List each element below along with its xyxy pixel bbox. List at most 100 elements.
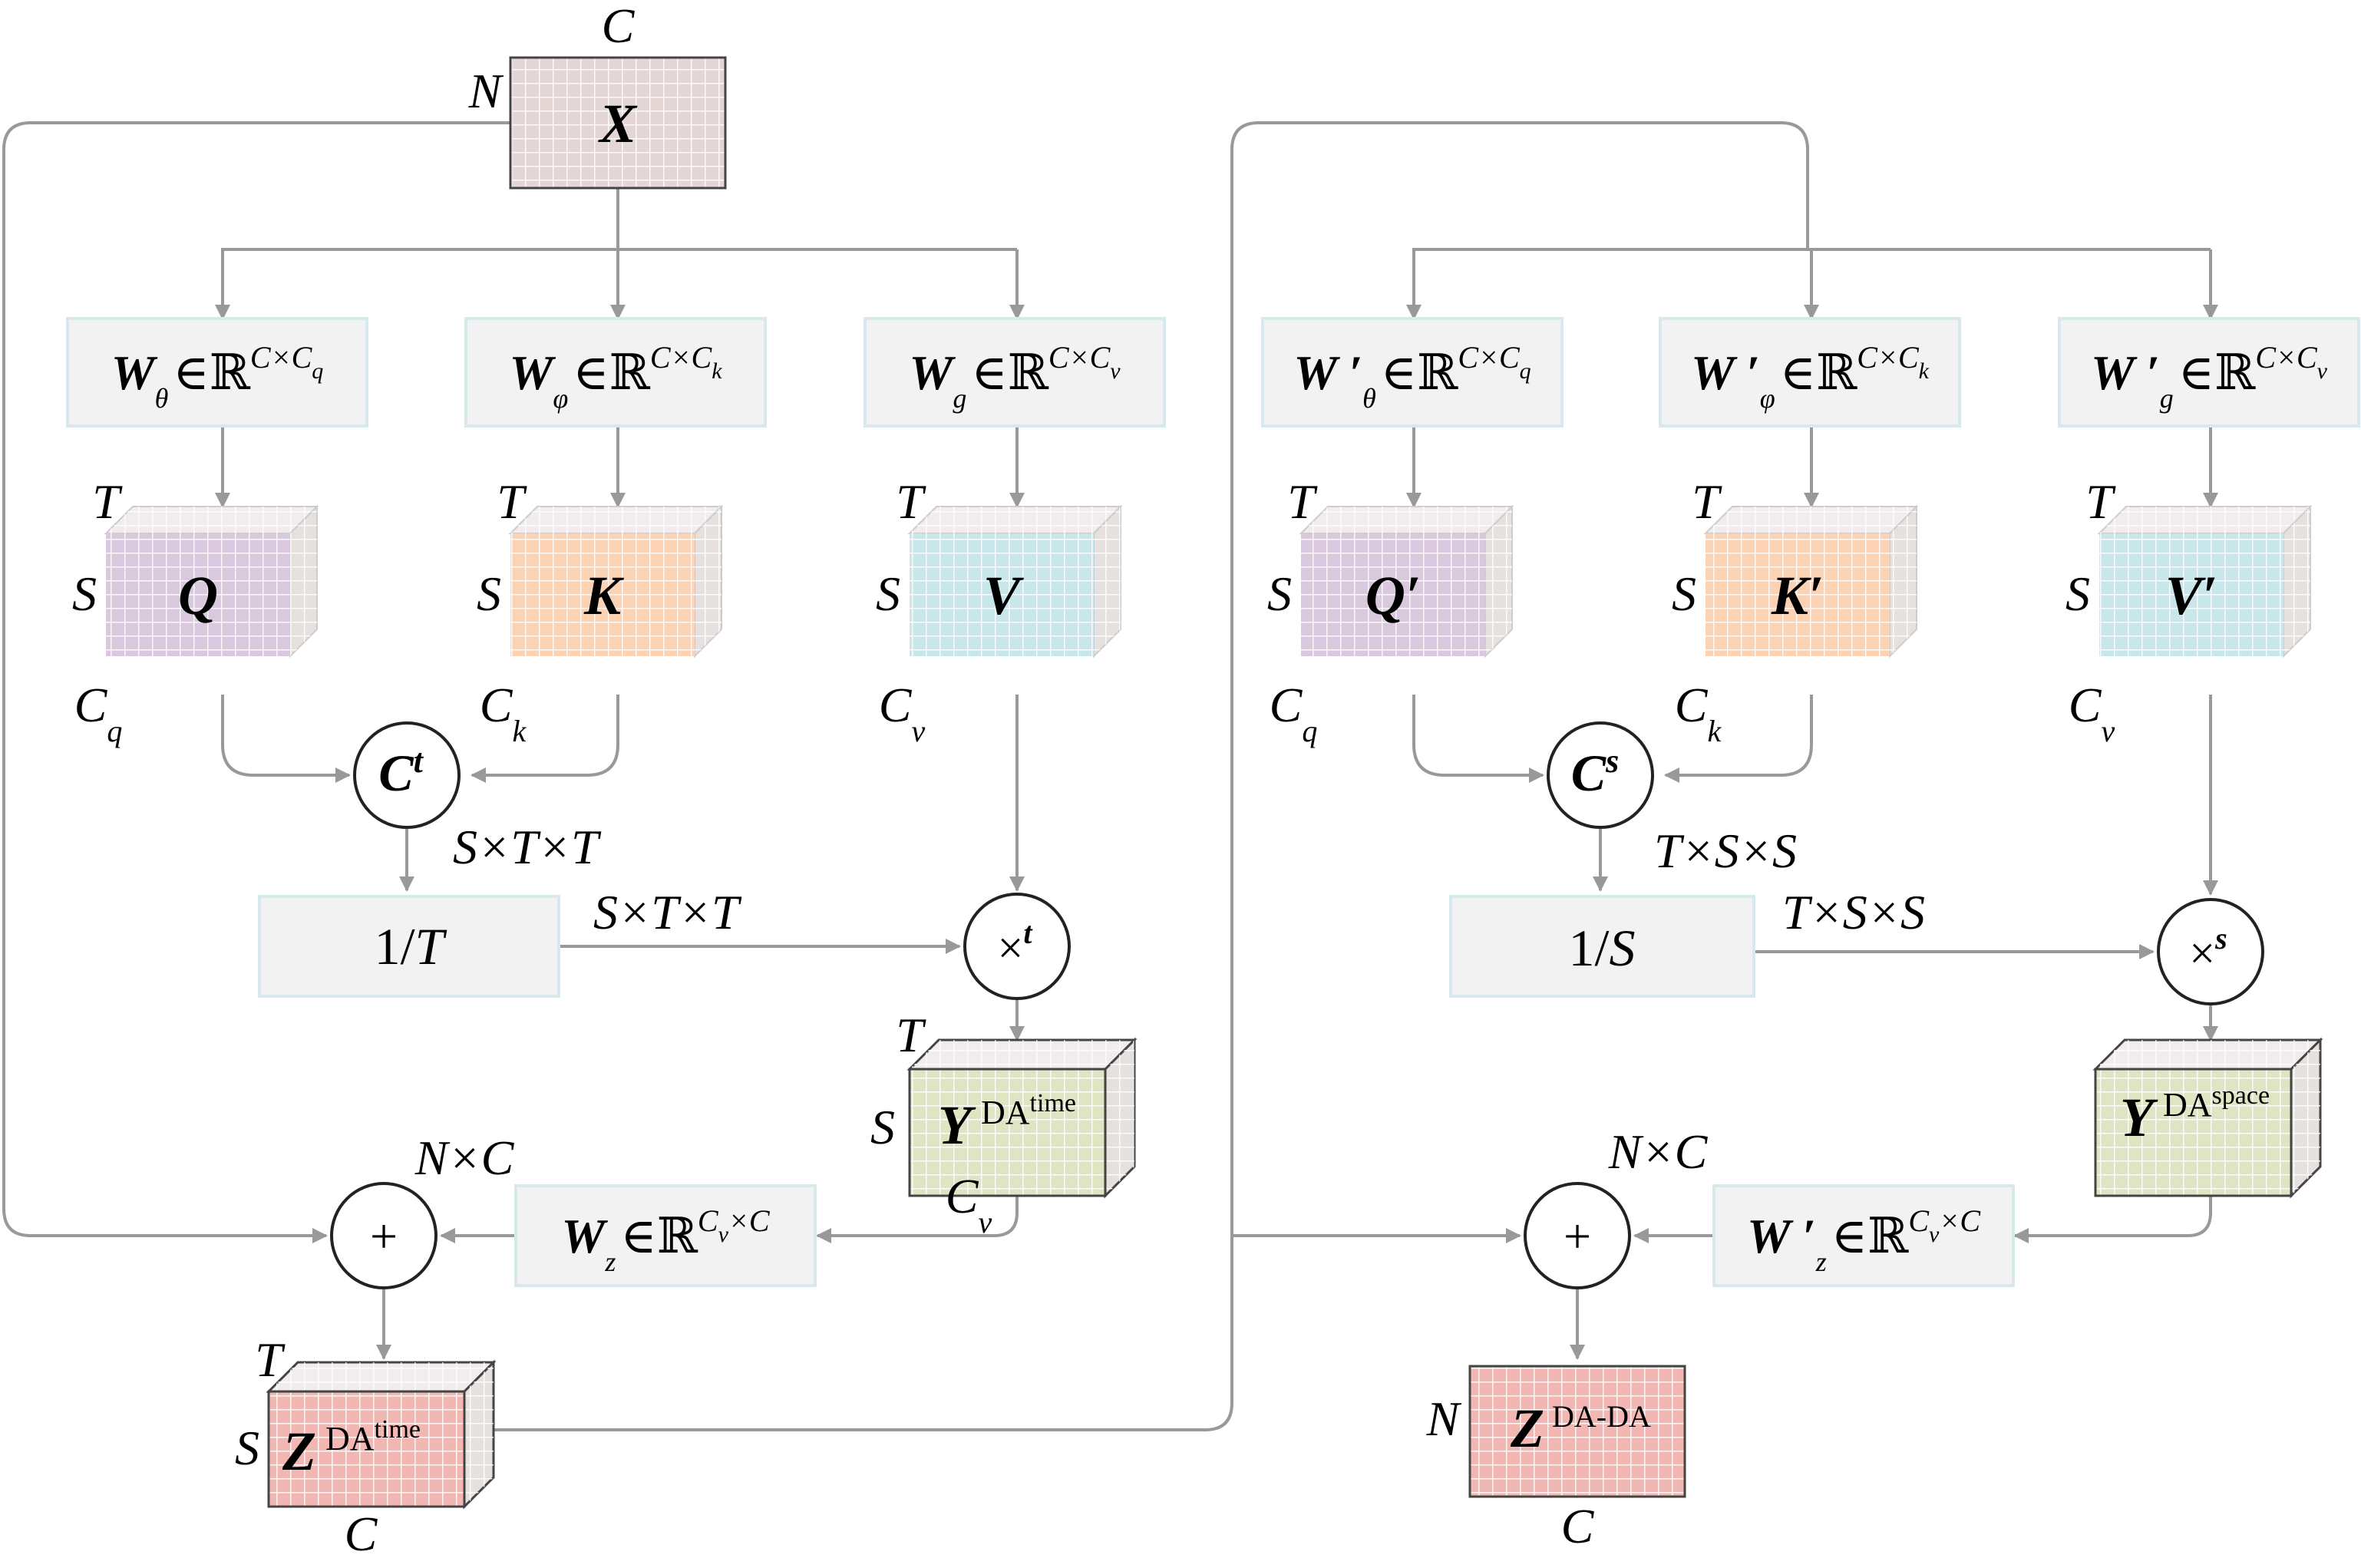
mult-s-label-part-0: × — [2189, 928, 2215, 979]
w-theta2-box-label-part-3: C×C — [1458, 340, 1521, 375]
v-dim-bottom: Cv — [879, 678, 926, 748]
w-z-box-label-part-2: ∈ℝ — [620, 1209, 698, 1263]
x-residual — [2, 121, 510, 1243]
w-z2-box-label-part-0: W ′ — [1747, 1209, 1816, 1263]
w-z-box-label-part-5: ×C — [728, 1203, 771, 1238]
y-space-cube-front-border — [2094, 1068, 2293, 1197]
w-theta2-box-label-part-1: θ — [1362, 383, 1376, 414]
z-time-dim-bottom: C — [345, 1507, 378, 1561]
input-x-matrix-border — [509, 56, 727, 190]
w-g-box-label: Wg∈ℝC×Cv — [909, 340, 1121, 414]
y-space-cube-side-grid — [2291, 1040, 2320, 1196]
norm-t-box — [258, 895, 560, 998]
q-cube-side-grid — [290, 507, 317, 656]
w-g-box-label-part-1: g — [953, 383, 966, 414]
w-z2-box — [1712, 1184, 2015, 1287]
y-time-dim-bottom: Cv — [946, 1169, 992, 1240]
w-phi2-box-label-part-1: φ — [1760, 383, 1775, 414]
k2-dim-top: T — [1692, 474, 1722, 529]
q-dim-left: S — [72, 566, 97, 621]
q2-to-corr — [1412, 695, 1544, 783]
q2-label: Q′ — [1365, 565, 1421, 626]
w-theta-box-label: Wθ∈ℝC×Cq — [111, 340, 324, 414]
z-dada-label-part-0: Z — [1510, 1398, 1544, 1459]
k-cube-top-grid — [510, 507, 722, 533]
input-dim-left: N — [468, 64, 504, 118]
w-g2-box-label-part-0: W ′ — [2091, 345, 2160, 400]
w-theta2-box-label-part-2: ∈ℝ — [1381, 345, 1458, 400]
w-g-box-label-part-0: W — [909, 345, 956, 400]
corr-t-label: Ct — [378, 742, 424, 802]
y-time-dim-bottom-part-1: v — [978, 1205, 992, 1240]
sum-t-label: + — [370, 1209, 398, 1263]
z-time-cube-top-grid — [269, 1362, 494, 1391]
norm-s-box — [1449, 895, 1755, 998]
k2-label: K′ — [1771, 565, 1824, 626]
w-theta2-box-label-part-4: q — [1520, 358, 1531, 384]
connection-lines — [2, 121, 2218, 1431]
y-time-label-part-1: DA — [981, 1094, 1030, 1131]
corr-s-circle — [1547, 721, 1654, 829]
k-cube-front-grid — [510, 533, 695, 656]
k2-dim-bottom: Ck — [1675, 678, 1722, 748]
q2-dim-left: S — [1267, 566, 1292, 621]
k-cube-side-grid — [695, 507, 722, 656]
q2-dim-bottom: Cq — [1270, 678, 1318, 748]
w-phi2-box-label-part-2: ∈ℝ — [1780, 345, 1857, 400]
w-g-box-label-part-4: v — [1110, 358, 1121, 384]
y-space-label-part-1: DA — [2163, 1086, 2212, 1124]
z-time-cube — [266, 1359, 497, 1510]
y-time-label-part-2: time — [1030, 1089, 1076, 1117]
q-cube-top-grid — [106, 507, 317, 533]
corr-t-label-part-0: C — [378, 744, 414, 802]
w-phi2-box-label: W ′φ∈ℝC×Ck — [1691, 340, 1930, 414]
v-cube-side-grid — [1094, 507, 1121, 656]
k-cube — [508, 504, 724, 659]
v2-dim-bottom: Cv — [2069, 678, 2115, 748]
y-time-cube-top-grid — [910, 1040, 1134, 1069]
w-phi2-box-label-part-4: k — [1919, 358, 1930, 384]
y-time-dim-left: S — [870, 1100, 895, 1154]
corr-t-circle — [353, 721, 461, 829]
z-dada-label-part-1: DA-DA — [1552, 1399, 1651, 1434]
corr-t-label-part-1: t — [414, 742, 424, 780]
v2-dim-bottom-part-0: C — [2069, 678, 2102, 732]
q2-cube — [1299, 504, 1514, 659]
k-dim-bottom-part-0: C — [480, 678, 513, 732]
w-z2-box-label-part-5: ×C — [1939, 1203, 1981, 1238]
v2-cube-top-grid — [2099, 507, 2310, 533]
q-cube-front-grid — [106, 533, 290, 656]
mult-s-label: ×s — [2189, 921, 2227, 979]
w-theta-box-label-part-2: ∈ℝ — [173, 345, 250, 400]
k-dim-bottom-part-1: k — [512, 714, 527, 748]
corr-s-label-part-1: s — [1605, 742, 1619, 780]
w-phi-box-label: Wφ∈ℝC×Ck — [509, 340, 722, 414]
w-theta-box — [66, 317, 368, 427]
y2-to-wz — [2013, 1174, 2212, 1243]
w-g2-box-label-part-3: C×C — [2255, 340, 2318, 375]
node-shapes — [66, 56, 2360, 1510]
corr-s-label-part-0: C — [1571, 744, 1606, 802]
q2-dim-top: T — [1287, 474, 1318, 529]
y-time-dim-top: T — [896, 1008, 926, 1062]
w-theta2-box-label: W ′θ∈ℝC×Cq — [1293, 340, 1531, 414]
v2-dim-left: S — [2065, 566, 2090, 621]
input-x-label: X — [598, 93, 638, 154]
v-cube-top-grid — [910, 507, 1121, 533]
y-space-label-part-0: Y — [2120, 1087, 2158, 1148]
w-phi-box-label-part-2: ∈ℝ — [573, 345, 650, 400]
k-dim-left: S — [477, 566, 501, 621]
w-phi-box-label-part-4: k — [712, 358, 722, 384]
w-z2-box-label: W ′z∈ℝCv×C — [1747, 1203, 1981, 1277]
w-z-box-label-part-3: C — [698, 1203, 719, 1238]
w-phi2-box-label-part-3: C×C — [1857, 340, 1920, 375]
corr-s-dim: T×S×S — [1654, 824, 1797, 878]
q-dim-bottom-part-1: q — [107, 714, 122, 748]
v2-cube-side-grid — [2283, 507, 2310, 656]
w-theta2-box — [1261, 317, 1564, 427]
k2-dim-bottom-part-1: k — [1707, 714, 1722, 748]
w-g2-box-label: W ′g∈ℝC×Cv — [2091, 340, 2328, 414]
w-z-box-label: Wz∈ℝCv×C — [561, 1203, 770, 1277]
norm-t-label-part-0: 1/ — [375, 917, 415, 975]
